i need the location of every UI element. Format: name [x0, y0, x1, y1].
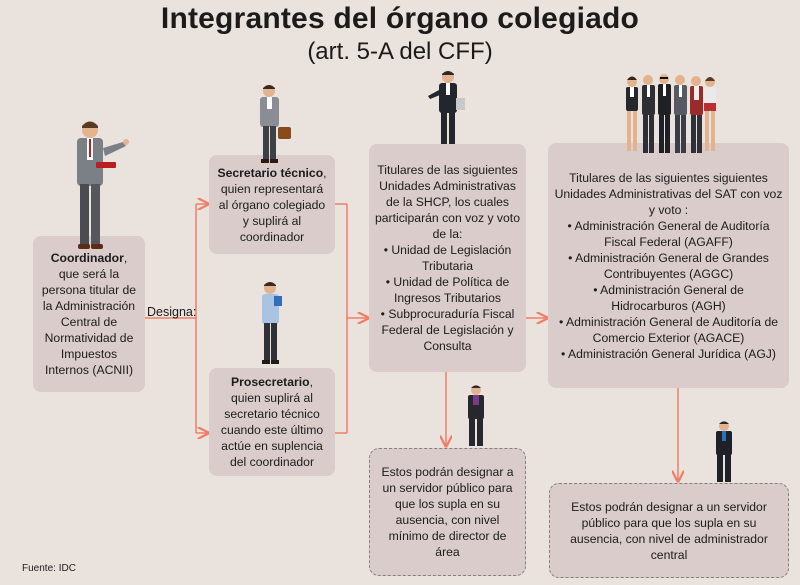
shcp-box: Titulares de las siguientes Unidades Adm…	[369, 144, 526, 372]
sat-item: Administración General Jurídica (AGJ)	[554, 346, 783, 362]
sat-intro: Titulares de las siguientes siguientes U…	[554, 170, 783, 217]
sat-item: Administración General de Auditoría Fisc…	[554, 218, 783, 250]
secretary-person-icon	[260, 85, 291, 163]
sat-group-icon	[626, 74, 716, 153]
shcp-item: Subprocuraduría Fiscal Federal de Legisl…	[375, 306, 520, 354]
sat-item: Administración General de Grandes Contri…	[554, 250, 783, 282]
shcp-note: Estos podrán designar a un servidor públ…	[381, 465, 514, 559]
coordinador-role: Coordinador	[50, 251, 124, 265]
coordinador-box: Coordinador, que será la persona titular…	[33, 236, 145, 392]
prosecretario-box: Prosecretario, quien suplirá al secretar…	[209, 368, 335, 476]
sat-substitute-person-icon	[716, 421, 732, 482]
coordinador-text: , que será la persona titular de la Admi…	[41, 251, 137, 377]
sat-note-box: Estos podrán designar a un servidor públ…	[549, 483, 789, 578]
source-note: Fuente: IDC	[22, 563, 76, 574]
shcp-note-box: Estos podrán designar a un servidor públ…	[369, 448, 526, 576]
sat-note: Estos podrán designar a un servidor públ…	[570, 499, 768, 562]
coordinator-person-icon	[77, 121, 129, 249]
diagram-title: Integrantes del órgano colegiado	[160, 2, 640, 35]
secretario-box: Secretario técnico, quien representará a…	[209, 155, 335, 254]
shcp-person-icon	[428, 71, 465, 144]
diagram-subtitle: (art. 5-A del CFF)	[307, 38, 493, 65]
shcp-item: Unidad de Política de Ingresos Tributari…	[375, 274, 520, 306]
secretario-text: , quien representará al órgano colegiado…	[218, 165, 327, 244]
sat-item: Administración General de Auditoría de C…	[554, 314, 783, 346]
shcp-intro: Titulares de las siguientes Unidades Adm…	[375, 163, 520, 241]
sat-item: Administración General de Hidrocarburos …	[554, 282, 783, 314]
shcp-item: Unidad de Legislación Tributaria	[375, 242, 520, 274]
designa-label: Designa:	[147, 305, 197, 319]
prosecretario-text: , quien suplirá al secretario técnico cu…	[220, 375, 324, 469]
prosecretario-role: Prosecretario	[231, 375, 310, 389]
shcp-substitute-person-icon	[468, 385, 484, 446]
secretario-role: Secretario técnico	[217, 165, 324, 180]
prosecretary-person-icon	[262, 282, 282, 364]
sat-box: Titulares de las siguientes siguientes U…	[548, 143, 789, 388]
